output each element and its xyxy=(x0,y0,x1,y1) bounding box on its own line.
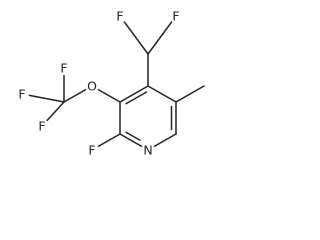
atom-label-n1: N xyxy=(143,143,152,158)
bond-c7-f7a xyxy=(28,94,65,103)
atom-label-layer: N F O F F F F F xyxy=(18,9,179,158)
bond-c6-n1 xyxy=(153,133,177,148)
molecule-structure: N F O F F F F F xyxy=(18,9,205,158)
atom-label-f7b: F xyxy=(38,119,45,134)
bond-c3-c4-inner xyxy=(125,91,148,105)
bond-c3-c4 xyxy=(119,85,149,103)
atom-label-f8b: F xyxy=(172,9,179,24)
bond-c4-c5 xyxy=(147,85,177,103)
atom-label-f7c: F xyxy=(60,61,67,76)
bond-c8-f8b xyxy=(147,21,173,55)
atom-label-f7a: F xyxy=(18,87,25,102)
bond-o3-c7 xyxy=(63,88,87,103)
bond-c5-c9 xyxy=(175,85,205,103)
bond-c7-f7b xyxy=(46,101,65,122)
bond-n1-c2 xyxy=(119,133,143,148)
atom-label-f2: F xyxy=(88,143,95,158)
atom-label-f8a: F xyxy=(116,9,123,24)
bond-c8-f8a xyxy=(123,21,149,55)
bond-n1-c2-inner xyxy=(125,131,141,141)
atom-label-o3: O xyxy=(87,79,97,94)
bond-c2-f2 xyxy=(97,133,121,148)
bond-layer xyxy=(28,21,205,148)
bond-c3-o3 xyxy=(97,88,121,103)
